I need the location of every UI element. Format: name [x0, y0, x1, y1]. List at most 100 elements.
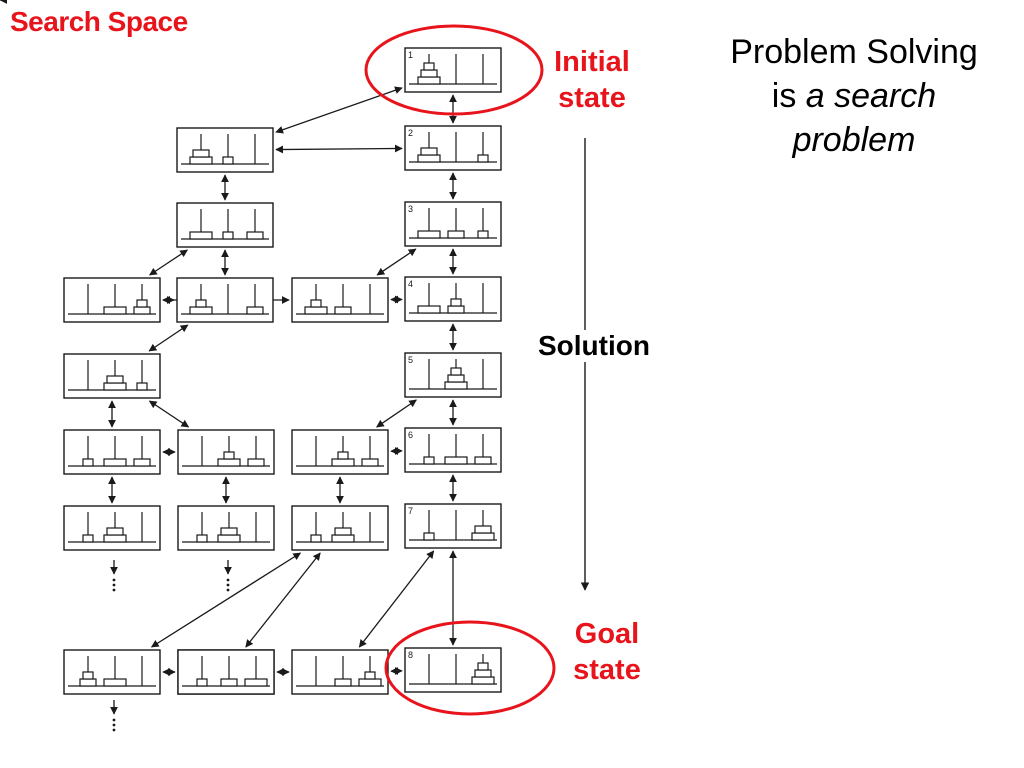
- initial-state-label-line2: state: [558, 82, 626, 114]
- state-frame: [177, 505, 275, 551]
- initial-state-label-line1: Initial: [554, 46, 630, 78]
- state-node-b2: [63, 277, 161, 323]
- disk-size-2: [79, 678, 97, 687]
- continuation-dot: [226, 588, 230, 592]
- disk-size-1: [364, 671, 376, 680]
- disk-size-3: [331, 458, 355, 467]
- state-node-c1: [63, 649, 161, 695]
- continuation-dot: [112, 583, 116, 587]
- state-frame: [63, 429, 161, 475]
- disk-size-1: [223, 451, 235, 460]
- disk-size-2: [420, 147, 438, 156]
- disk-size-1: [423, 456, 435, 465]
- state-node-a7: [63, 505, 161, 551]
- disk-size-1: [423, 62, 435, 71]
- disk-size-3: [189, 231, 213, 240]
- heading-line-2-plain: is: [771, 77, 806, 115]
- state-number: 5: [408, 355, 413, 365]
- disk-size-3: [331, 534, 355, 543]
- disk-size-3: [103, 678, 127, 687]
- state-node-b3: [177, 505, 275, 551]
- disk-size-2: [420, 69, 438, 78]
- disk-size-3: [304, 306, 328, 315]
- transition-arrow-s7-c3: [358, 550, 435, 648]
- state-node-a5: [63, 353, 161, 399]
- slide-title: Search Space: [10, 6, 188, 37]
- disk-size-1: [196, 678, 208, 687]
- solution-label: Solution: [536, 330, 652, 362]
- state-number: 6: [408, 430, 413, 440]
- disk-size-3: [358, 678, 382, 687]
- state-frame: [404, 201, 502, 247]
- state-node-c3: [291, 649, 389, 695]
- continuation-dot: [112, 718, 116, 722]
- disk-size-1: [82, 534, 94, 543]
- state-number: 7: [408, 506, 413, 516]
- disk-size-3: [417, 76, 441, 85]
- state-node-a6: [63, 429, 161, 475]
- continuation-dots: [110, 700, 118, 732]
- state-frame: [291, 277, 389, 323]
- disk-size-1: [82, 671, 94, 680]
- disk-size-2: [474, 456, 492, 465]
- problem-heading: Problem Solving is a search problem: [696, 30, 1012, 162]
- continuation-dot: [112, 578, 116, 582]
- disk-size-1: [136, 382, 148, 391]
- disk-size-3: [417, 305, 441, 314]
- disk-size-3: [103, 458, 127, 467]
- state-node-a1: [176, 127, 274, 173]
- transition-arrow-b6-b7: [245, 552, 321, 648]
- goal-state-label-line2: state: [573, 654, 641, 686]
- disk-size-2: [361, 458, 379, 467]
- state-node-s6: 6: [404, 427, 502, 473]
- state-frame: [404, 427, 502, 473]
- state-frame: [404, 47, 502, 93]
- disk-size-3: [103, 382, 127, 391]
- disk-size-1: [477, 154, 489, 163]
- disk-size-1: [195, 299, 207, 308]
- state-frame: [176, 202, 274, 248]
- transition-arrow-a2-b2: [149, 249, 188, 276]
- disk-size-1: [196, 534, 208, 543]
- transition-arrow-s5-b5: [376, 399, 417, 428]
- disk-size-1: [450, 367, 462, 376]
- disk-size-3: [103, 306, 127, 315]
- disk-size-2: [220, 527, 238, 536]
- disk-size-1: [82, 458, 94, 467]
- state-node-b4: [177, 429, 275, 475]
- state-number: 8: [408, 650, 413, 660]
- disk-size-3: [189, 306, 213, 315]
- state-number: 2: [408, 128, 413, 138]
- state-frame: [404, 125, 502, 171]
- state-nodes: 1 2 3 4 5 6 7 8: [63, 47, 502, 695]
- disk-size-2: [334, 527, 352, 536]
- state-node-b6: [291, 505, 389, 551]
- disk-size-2: [106, 375, 124, 384]
- state-frame: [63, 505, 161, 551]
- state-node-s8: 8: [404, 647, 502, 693]
- state-node-s3: 3: [404, 201, 502, 247]
- state-frame: [177, 649, 275, 695]
- heading-line-1: Problem Solving: [730, 33, 978, 71]
- disk-size-3: [417, 154, 441, 163]
- continuation-dots: [224, 560, 232, 592]
- disk-size-3: [103, 534, 127, 543]
- disk-size-3: [217, 458, 241, 467]
- disk-size-1: [423, 532, 435, 541]
- state-number: 1: [408, 50, 413, 60]
- disk-size-1: [222, 231, 234, 240]
- heading-line-2: is a search: [696, 74, 1012, 118]
- state-number: 4: [408, 279, 413, 289]
- disk-size-3: [189, 156, 213, 165]
- state-node-s4: 4: [404, 276, 502, 322]
- continuation-dot: [112, 723, 116, 727]
- disk-size-1: [477, 230, 489, 239]
- initial-state-label: Initial state: [540, 44, 644, 116]
- state-frame: [176, 277, 274, 323]
- state-node-b1: [291, 277, 389, 323]
- disk-size-2: [106, 527, 124, 536]
- disk-size-3: [471, 676, 495, 685]
- disk-size-1: [477, 662, 489, 671]
- continuation-dot: [226, 578, 230, 582]
